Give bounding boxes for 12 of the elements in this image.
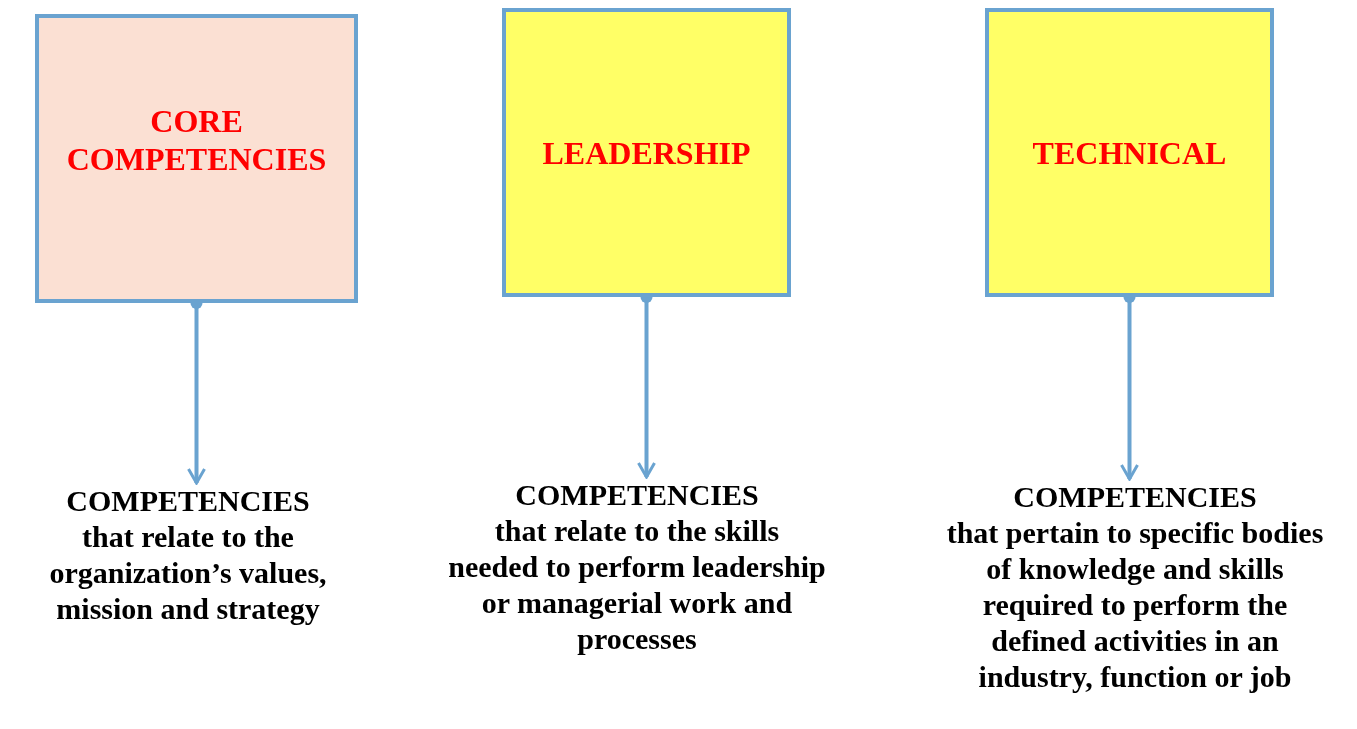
description-text: that relate to the organization’s values, mission and strategy [48,519,328,627]
category-box [502,8,791,297]
description-heading: COMPETENCIES [66,483,310,519]
category-title: CORE COMPETENCIES [65,102,328,178]
description-heading: COMPETENCIES [515,477,759,513]
category-box [985,8,1274,297]
category-box [35,14,358,303]
category-title: TECHNICAL [1032,134,1227,172]
category-title: LEADERSHIP [542,134,751,172]
description-text: that pertain to specific bodies of knowledge and skills required to perform the defined activities in an industry, function or job [945,515,1325,695]
description-heading: COMPETENCIES [1013,479,1257,515]
description-text: that relate to the skills needed to perform leadership or managerial work and processes [447,513,827,657]
